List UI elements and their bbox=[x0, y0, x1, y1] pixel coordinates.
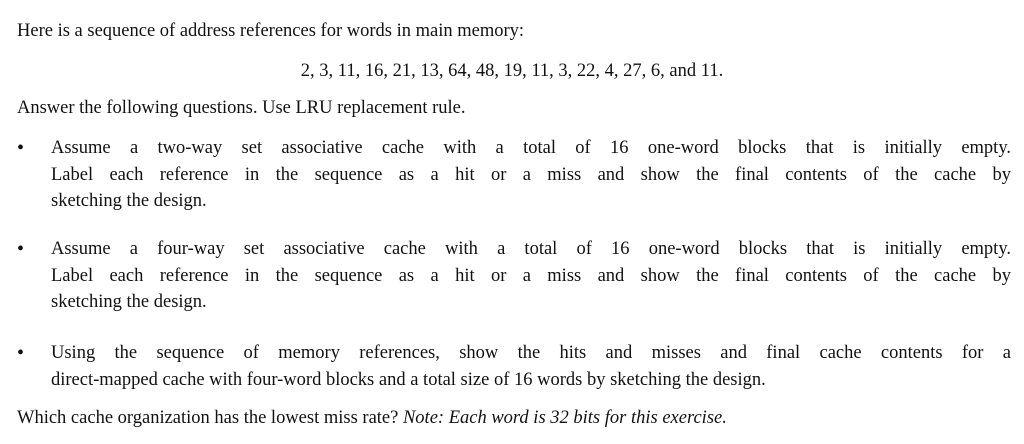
bullet-text: Assume a two-way set associative cache w… bbox=[51, 138, 1011, 211]
final-question: Which cache organization has the lowest … bbox=[17, 405, 727, 431]
instruction-text: Answer the following questions. Use LRU … bbox=[17, 98, 466, 118]
question-text: Which cache organization has the lowest … bbox=[17, 408, 399, 428]
bullet-text: Assume a four-way set associative cache … bbox=[51, 239, 1011, 312]
bullet-icon: • bbox=[17, 342, 25, 364]
bullet-text: Using the sequence of memory references,… bbox=[51, 343, 1011, 390]
note-text: Note: Each word is 32 bits for this exer… bbox=[402, 408, 727, 428]
intro-text: Here is a sequence of address references… bbox=[17, 21, 525, 41]
bullet-icon: • bbox=[17, 137, 25, 159]
bullet-icon: • bbox=[17, 238, 25, 260]
address-sequence: 2, 3, 11, 16, 21, 13, 64, 48, 19, 11, 3,… bbox=[300, 61, 724, 81]
